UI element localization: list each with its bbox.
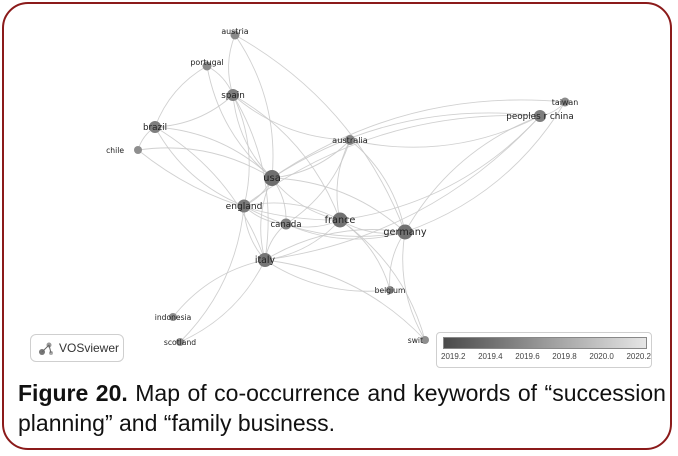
edge-australia-spain: [232, 94, 351, 141]
node-spain[interactable]: [227, 89, 239, 101]
node-label-germany: germany: [383, 227, 426, 238]
caption-label: Figure 20.: [18, 380, 128, 406]
edge-germany-italy: [264, 229, 406, 261]
legend-tick: 2019.2: [441, 352, 466, 361]
edge-france-spain: [232, 94, 341, 221]
node-label-portugal: portugal: [190, 58, 223, 67]
node-label-peoples-r-china: peoples r china: [506, 112, 573, 122]
edge-germany-england: [243, 205, 406, 237]
legend-tick: 2020.0: [589, 352, 614, 361]
node-austria[interactable]: [230, 30, 240, 40]
edge-germany-australia: [349, 139, 406, 233]
node-brazil[interactable]: [149, 121, 161, 133]
edge-usa-brazil: [154, 126, 273, 179]
node-scotland[interactable]: [176, 338, 184, 346]
edge-switzerland-germany: [402, 231, 426, 341]
edge-italy-indonesia: [172, 259, 266, 318]
edge-usa-portugal: [206, 65, 273, 179]
node-label-scotland: scotland: [164, 338, 196, 347]
edge-brazil-italy: [154, 126, 266, 261]
node-label-italy: italy: [255, 255, 276, 266]
edge-england-brazil: [154, 126, 245, 207]
edge-germany-peoples-r-china: [404, 115, 541, 233]
node-portugal[interactable]: [202, 61, 212, 71]
edge-scotland-england: [179, 205, 245, 343]
node-germany[interactable]: [397, 224, 413, 240]
edge-australia-canada: [285, 139, 351, 225]
legend-tick: 2019.4: [478, 352, 503, 361]
edge-usa-spain: [232, 94, 273, 179]
edge-italy-belgium: [264, 259, 391, 292]
node-label-usa: usa: [263, 173, 281, 184]
node-england[interactable]: [237, 199, 251, 213]
edge-usa-france: [271, 177, 341, 221]
node-label-brazil: brazil: [143, 123, 167, 133]
node-label-switzerland: swit: [408, 336, 423, 345]
legend-gradient: [443, 337, 647, 349]
year-legend: 2019.2 2019.4 2019.6 2019.8 2020.0 2020.…: [436, 332, 652, 368]
node-label-canada: canada: [270, 220, 301, 230]
legend-tick: 2019.6: [515, 352, 540, 361]
edge-usa-germany: [271, 177, 406, 233]
node-label-spain: spain: [221, 91, 245, 101]
legend-tick: 2019.8: [552, 352, 577, 361]
edge-portugal-brazil: [154, 65, 208, 128]
edge-chile-usa: [137, 147, 273, 179]
node-label-belgium: belgium: [375, 286, 406, 295]
node-france[interactable]: [332, 212, 348, 228]
edge-usa-austria: [234, 34, 274, 179]
node-indonesia[interactable]: [169, 313, 177, 321]
node-label-indonesia: indonesia: [155, 313, 192, 322]
node-canada[interactable]: [280, 218, 292, 230]
node-usa[interactable]: [264, 170, 280, 186]
legend-tick: 2020.2: [626, 352, 651, 361]
edge-england-spain: [232, 94, 250, 207]
edge-spain-austria: [228, 34, 236, 96]
caption-text: Map of co-occurrence and keywords of “su…: [18, 380, 666, 436]
nodes: austria portugal spain brazil chile australia…: [106, 27, 578, 347]
vosviewer-logo-icon: [39, 342, 53, 355]
edge-taiwan-usa: [271, 99, 566, 179]
edge-switzerland-france: [339, 219, 426, 341]
edge-italy-scotland: [179, 259, 266, 343]
network-map: austria portugal spain brazil chile australia…: [106, 27, 578, 347]
edge-chile-france: [137, 149, 341, 221]
node-label-france: france: [325, 215, 356, 226]
node-label-chile: chile: [106, 146, 124, 155]
edge-england-peoples-r-china: [243, 114, 541, 207]
figure-caption: Figure 20. Map of co-occurrence and keyw…: [18, 378, 666, 438]
node-peoples-r-china[interactable]: [534, 110, 546, 122]
edge-peoples-r-china-italy: [264, 115, 541, 261]
vosviewer-badge: VOSviewer: [30, 334, 124, 362]
node-italy[interactable]: [258, 253, 272, 267]
vosviewer-label: VOSviewer: [59, 341, 120, 355]
edge-australia-peoples-r-china: [349, 115, 541, 148]
node-label-australia: australia: [332, 135, 368, 145]
edge-usa-australia: [271, 139, 351, 179]
edge-italy-switzerland: [264, 259, 426, 341]
node-label-austria: austria: [221, 27, 248, 36]
node-chile[interactable]: [134, 146, 142, 154]
edge-usa-peoples-r-china: [271, 112, 541, 179]
legend-ticks: 2019.2 2019.4 2019.6 2019.8 2020.0 2020.…: [441, 352, 651, 361]
edge-germany-taiwan: [404, 101, 566, 233]
edge-spain-brazil: [154, 94, 234, 128]
edge-france-australia: [336, 139, 351, 221]
node-label-taiwan: taiwan: [552, 98, 578, 107]
edges: [137, 34, 566, 343]
edge-usa-italy: [260, 177, 273, 261]
edge-italy-spain: [232, 94, 269, 261]
edge-canada-germany: [285, 223, 406, 240]
node-australia[interactable]: [345, 135, 355, 145]
edge-france-england: [243, 202, 341, 221]
node-belgium[interactable]: [386, 286, 394, 294]
node-taiwan[interactable]: [560, 97, 570, 107]
node-switzerland[interactable]: [421, 336, 429, 344]
edge-austria-germany: [234, 34, 406, 233]
node-label-england: england: [226, 202, 263, 212]
